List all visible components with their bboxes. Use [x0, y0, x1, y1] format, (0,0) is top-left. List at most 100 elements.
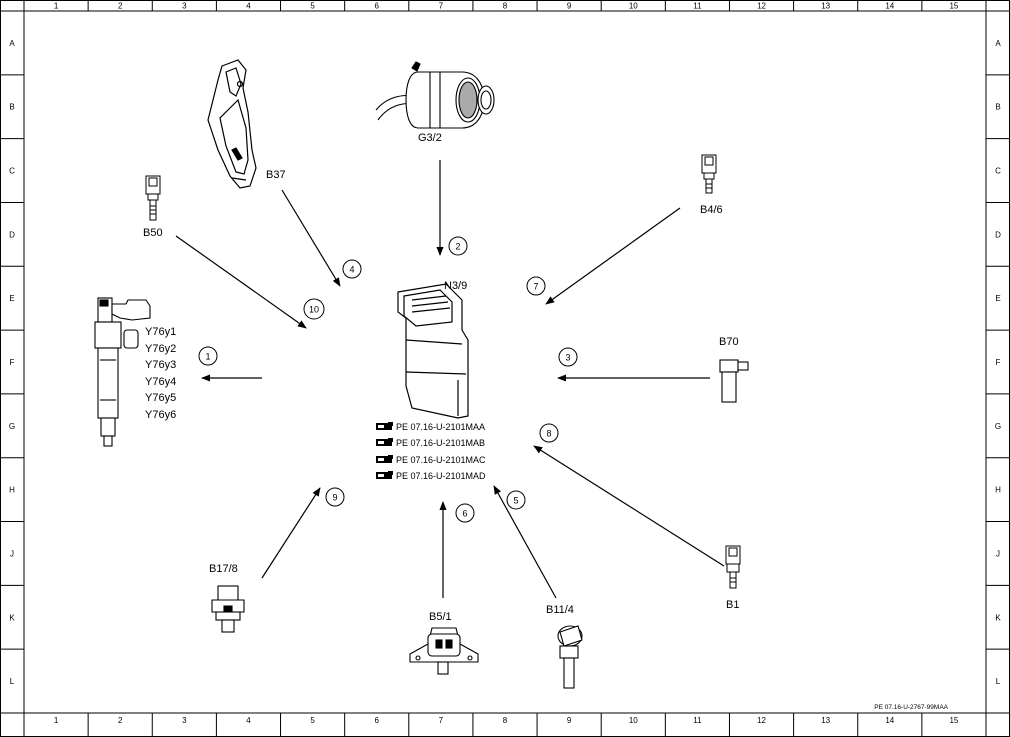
- reference-item[interactable]: PE 07.16-U-2101MAA: [376, 422, 485, 432]
- row-label: C: [995, 167, 1001, 176]
- column-label: 3: [182, 2, 187, 11]
- reference-item[interactable]: PE 07.16-U-2101MAD: [376, 471, 486, 481]
- label-b17-8: B17/8: [209, 563, 238, 575]
- callout-10: 10: [303, 298, 325, 320]
- arrow-b4-6: [545, 207, 681, 305]
- row-label: E: [9, 294, 14, 303]
- column-label: 6: [375, 2, 380, 11]
- callout-9-label: 9: [332, 493, 337, 503]
- row-label: J: [10, 549, 14, 558]
- label-y76y2: Y76y2: [145, 343, 176, 355]
- column-label: 2: [118, 2, 123, 11]
- column-label: 1: [54, 2, 59, 11]
- column-label: 14: [885, 716, 894, 725]
- arrow-b50: [175, 235, 307, 329]
- label-y76y5: Y76y5: [145, 392, 176, 404]
- row-label: F: [10, 358, 15, 367]
- callout-7: 7: [526, 276, 546, 296]
- label-b50: B50: [143, 227, 163, 239]
- label-y76y3: Y76y3: [145, 359, 176, 371]
- column-label: 10: [629, 2, 638, 11]
- label-g3-2: G3/2: [418, 132, 442, 144]
- reference-item[interactable]: PE 07.16-U-2101MAC: [376, 455, 486, 465]
- column-label: 9: [567, 716, 572, 725]
- label-b37: B37: [266, 169, 286, 181]
- row-label: K: [9, 613, 15, 622]
- column-label: 13: [821, 2, 830, 11]
- column-label: 4: [246, 2, 251, 11]
- callout-10-label: 10: [309, 305, 319, 315]
- column-label: 11: [693, 2, 702, 11]
- callout-2-label: 2: [455, 242, 460, 252]
- b1-sensor-drawing: [725, 545, 741, 589]
- callout-3: 3: [558, 347, 578, 367]
- column-label: 11: [693, 716, 702, 725]
- injector-drawing: [94, 297, 151, 447]
- oxygen-sensor-drawing: [375, 61, 495, 129]
- accelerator-pedal-drawing: [207, 59, 257, 189]
- b70-sensor-drawing: [719, 359, 749, 403]
- column-label: 4: [246, 716, 251, 725]
- callout-5: 5: [506, 490, 526, 510]
- row-label: D: [9, 230, 15, 239]
- callouts: 1 2 3 4 5 6 7 8 9 10: [198, 236, 578, 523]
- row-label: F: [996, 358, 1001, 367]
- reference-text: PE 07.16-U-2101MAD: [396, 471, 486, 481]
- callout-9: 9: [325, 487, 345, 507]
- hand-pointer-icon: [376, 455, 393, 463]
- row-label: A: [995, 39, 1001, 48]
- column-label: 9: [567, 2, 572, 11]
- row-label: L: [996, 677, 1001, 686]
- reference-list: PE 07.16-U-2101MAA PE 07.16-U-2101MAB PE…: [376, 422, 486, 481]
- callout-6: 6: [455, 503, 475, 523]
- column-label: 8: [503, 716, 508, 725]
- row-label: L: [10, 677, 15, 686]
- column-label: 5: [310, 716, 315, 725]
- column-label: 8: [503, 2, 508, 11]
- column-label: 15: [949, 2, 958, 11]
- hand-pointer-icon: [376, 438, 393, 446]
- callout-4-label: 4: [349, 265, 354, 275]
- hand-pointer-icon: [376, 471, 393, 479]
- callout-5-label: 5: [513, 496, 518, 506]
- arrow-b37: [281, 189, 341, 287]
- arrow-b17-8: [261, 487, 321, 579]
- column-label: 10: [629, 716, 638, 725]
- reference-text: PE 07.16-U-2101MAB: [396, 438, 485, 448]
- row-label: J: [996, 549, 1000, 558]
- column-label: 6: [375, 716, 380, 725]
- row-label: B: [995, 103, 1000, 112]
- column-label: 7: [439, 2, 444, 11]
- column-label: 15: [949, 716, 958, 725]
- b11-4-sensor-drawing: [557, 625, 583, 689]
- label-b70: B70: [719, 336, 739, 348]
- arrow-b1: [533, 445, 725, 567]
- signal-arrows: [175, 160, 725, 599]
- b17-8-sensor-drawing: [211, 585, 245, 633]
- callout-3-label: 3: [565, 353, 570, 363]
- column-label: 5: [310, 2, 315, 11]
- row-label: H: [995, 486, 1001, 495]
- label-b5-1: B5/1: [429, 611, 452, 623]
- control-unit-drawing: [397, 283, 469, 419]
- label-y76y6: Y76y6: [145, 409, 176, 421]
- column-label: 12: [757, 716, 766, 725]
- b4-6-sensor-drawing: [701, 154, 717, 194]
- label-b4-6: B4/6: [700, 204, 723, 216]
- column-label: 2: [118, 716, 123, 725]
- row-label: G: [9, 422, 15, 431]
- row-label: E: [995, 294, 1000, 303]
- reference-item[interactable]: PE 07.16-U-2101MAB: [376, 438, 485, 448]
- column-label: 12: [757, 2, 766, 11]
- label-n3-9: N3/9: [444, 280, 467, 292]
- label-y76y4: Y76y4: [145, 376, 176, 388]
- label-y76y1: Y76y1: [145, 326, 176, 338]
- row-label: B: [9, 103, 14, 112]
- document-number: PE 07.16-U-2767-99MAA: [874, 704, 948, 711]
- component-labels: G3/2 B37 B50 B4/6 N3/9 B70 B1 B17/8 B5/1…: [143, 132, 739, 623]
- callout-8-label: 8: [546, 429, 551, 439]
